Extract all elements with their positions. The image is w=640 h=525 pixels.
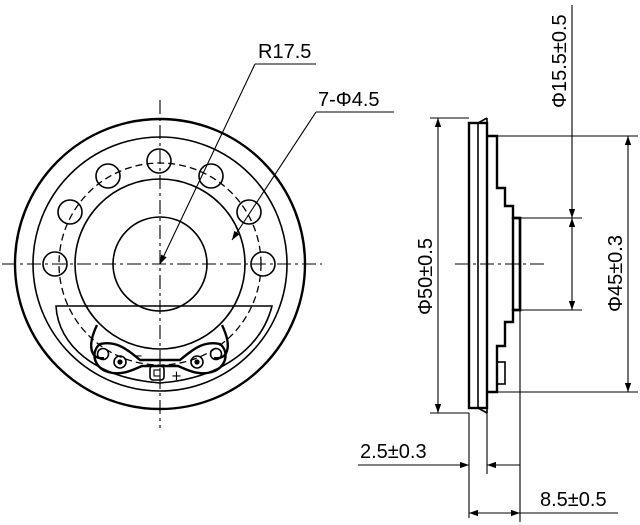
radius-leader-line — [159, 63, 256, 265]
outer-rim-circle — [13, 117, 307, 411]
holes-callout: 7-Φ4.5 — [231, 89, 394, 241]
frame-diameter-label: Φ45±0.3 — [605, 235, 627, 312]
radius-callout: R17.5 — [159, 41, 316, 265]
outer-diameter-label: Φ50±0.5 — [415, 238, 437, 315]
terminal-plus-sign: + — [171, 369, 182, 384]
inner-rim-circle — [32, 136, 288, 392]
side-terminal-lug — [496, 361, 506, 385]
holes-leader-line — [231, 111, 317, 241]
terminal-lug-left-center — [117, 359, 123, 365]
frame-circle — [74, 178, 246, 350]
holes-label: 7-Φ4.5 — [318, 89, 380, 111]
terminal-minus-sign: − — [132, 349, 143, 364]
mounting-hole — [198, 163, 224, 189]
terminal-board-outline — [55, 305, 274, 384]
radius-label: R17.5 — [258, 41, 311, 63]
side-rim-cap-top — [477, 117, 488, 124]
terminal-board: − + — [55, 305, 274, 384]
terminal-lug-right-outer — [209, 347, 223, 361]
terminal-strip-outline — [93, 342, 227, 375]
terminal-rivet — [149, 365, 165, 381]
side-view: Φ50±0.5 Φ15.5±0.5 Φ45±0.3 2.5±0.3 8.5±0.… — [358, 5, 638, 522]
mounting-holes — [42, 148, 276, 277]
mounting-hole — [250, 251, 276, 277]
side-magnet — [511, 216, 522, 312]
rim-thickness-label: 2.5±0.3 — [360, 441, 427, 463]
terminal-lug-right-center — [194, 359, 200, 365]
terminal-lug-right — [190, 355, 204, 369]
mounting-hole — [236, 199, 262, 225]
terminal-lug-left — [113, 355, 127, 369]
terminal-inner-arc — [213, 324, 229, 360]
terminal-lug-left-outer — [96, 347, 110, 361]
terminal-rivet-inner — [153, 369, 161, 377]
mounting-hole — [95, 163, 121, 189]
mounting-hole — [57, 199, 83, 225]
mounting-hole — [146, 148, 172, 174]
magnet-diameter-label: Φ15.5±0.5 — [549, 14, 571, 108]
magnet-circle — [112, 216, 208, 312]
mounting-hole — [42, 251, 68, 277]
overall-height-label: 8.5±0.5 — [540, 489, 607, 511]
front-view: − + R17.5 7-Φ4.5 — [2, 41, 394, 428]
side-rim-cap-bottom — [477, 407, 488, 414]
terminal-inner-arc — [90, 324, 105, 360]
